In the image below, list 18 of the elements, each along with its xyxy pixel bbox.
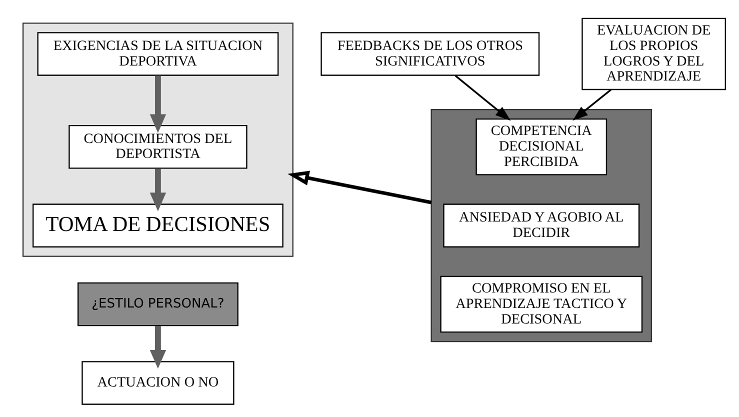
node-box: COMPROMISO EN EL APRENDIZAJE TACTICO Y DECISONAL xyxy=(440,275,643,332)
cluster xyxy=(22,22,294,256)
cluster xyxy=(430,108,652,342)
node-box: EXIGENCIAS DE LA SITUACION DEPORTIVA xyxy=(37,32,279,76)
node-box: ANSIEDAD Y AGOBIO AL DECIDIR xyxy=(443,203,640,247)
node-box: COMPETENCIA DECISIONAL PERCIBIDA xyxy=(476,118,608,175)
node-box: EVALUACION DE LOS PROPIOS LOGROS Y DEL APRENDIZAJE xyxy=(582,17,726,90)
arrow xyxy=(288,170,432,204)
node-box: CONOCIMIENTOS DEL DEPORTISTA xyxy=(68,124,248,168)
node-box: FEEDBACKS DE LOS OTROS SIGNIFICATIVOS xyxy=(320,32,540,76)
arrow xyxy=(150,325,166,368)
node-box: TOMA DE DECISIONES xyxy=(32,203,284,247)
arrow xyxy=(150,168,166,211)
arrow xyxy=(572,88,612,120)
arrow xyxy=(150,75,166,132)
arrow xyxy=(454,74,511,120)
node-box: ¿ESTILO PERSONAL? xyxy=(77,282,238,326)
node-box: ACTUACION O NO xyxy=(82,360,234,404)
